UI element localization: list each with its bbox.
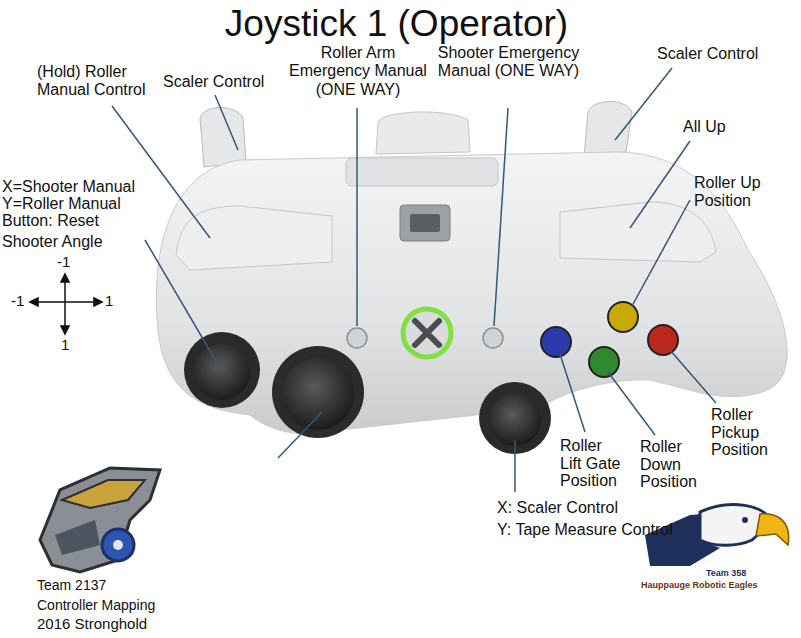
leader-line (278, 412, 322, 458)
leader-line (615, 68, 672, 140)
axis-value: 1 (105, 293, 113, 310)
y-button (608, 302, 638, 332)
team-credit: 2016 Stronghold (37, 615, 147, 632)
team-logo (40, 468, 160, 572)
callout-label: Roller Lift Gate Position (560, 437, 624, 490)
callout-label: Y: Tape Measure Control (497, 521, 673, 539)
left-trigger (200, 108, 246, 168)
leader-line (145, 240, 220, 368)
axis-note: Button: Reset (2, 212, 99, 230)
x-button (541, 327, 571, 357)
leader-line (670, 350, 716, 403)
connector-slot (400, 205, 450, 241)
axis-value: 1 (61, 337, 69, 354)
guide-logo (415, 321, 439, 345)
eagle-beak (756, 514, 789, 545)
leader-line (632, 200, 690, 306)
robot-visor (62, 480, 145, 508)
callout-label: Roller Down Position (640, 438, 704, 491)
left-stick (194, 344, 250, 400)
team-credit: Team 2137 (37, 577, 106, 593)
arrowhead (61, 326, 69, 334)
top-housing (376, 112, 470, 154)
axis-note: X=Shooter Manual (2, 178, 135, 196)
leader-line (560, 354, 585, 432)
callout-label: Roller Pickup Position (711, 406, 779, 459)
leader-line (112, 106, 210, 238)
controller-body (156, 152, 787, 434)
leader-line (494, 108, 508, 326)
leader-line (608, 372, 655, 435)
axis-value: -1 (57, 254, 70, 271)
leader-line (514, 440, 516, 492)
arrowhead (94, 298, 102, 306)
axis-line (64, 276, 66, 332)
right-stick (489, 394, 541, 446)
callout-label: All Up (683, 118, 726, 136)
callout-label: Shooter Emergency Manual (ONE WAY) (436, 44, 581, 81)
callout-label: Scaler Control (163, 73, 264, 91)
eagle-eye (742, 517, 748, 523)
start-button (483, 328, 503, 348)
right-trigger (584, 102, 632, 158)
axis-value: -1 (11, 293, 24, 310)
left-bumper (176, 206, 332, 270)
callout-label: X: Scaler Control (497, 499, 618, 517)
back-button (347, 328, 367, 348)
arrowhead (30, 298, 38, 306)
team-credit: Controller Mapping (37, 597, 155, 613)
callout-label: Scaler Control (657, 45, 758, 63)
axis-line (32, 301, 100, 303)
robot-head (40, 468, 160, 572)
robot-jaw (55, 520, 100, 555)
connector-port (410, 214, 440, 232)
robot-eye (102, 529, 134, 561)
dpad-base (272, 346, 364, 438)
leader-line (215, 95, 238, 150)
arrowhead (61, 274, 69, 282)
team-credit: Team 358 (706, 568, 746, 578)
callout-label: (Hold) Roller Manual Control (37, 63, 162, 100)
left-stick-base (184, 332, 260, 408)
axis-note: Shooter Angle (2, 233, 103, 251)
title: Joystick 1 (Operator) (0, 2, 797, 46)
guide-button (403, 309, 451, 357)
team-credit: Hauppauge Robotic Eagles (641, 580, 758, 590)
robot-pupil (113, 540, 123, 550)
right-bumper (560, 202, 716, 262)
dpad (282, 358, 354, 430)
axis-note: Y=Roller Manual (2, 195, 121, 213)
callout-label: Roller Arm Emergency Manual (ONE WAY) (283, 44, 433, 99)
top-panel (346, 158, 498, 186)
callout-label: Roller Up Position (694, 174, 784, 211)
leader-line (356, 108, 358, 326)
axis-cross (30, 274, 102, 334)
b-button (648, 325, 678, 355)
a-button (589, 347, 619, 377)
leader-lines (112, 68, 716, 492)
